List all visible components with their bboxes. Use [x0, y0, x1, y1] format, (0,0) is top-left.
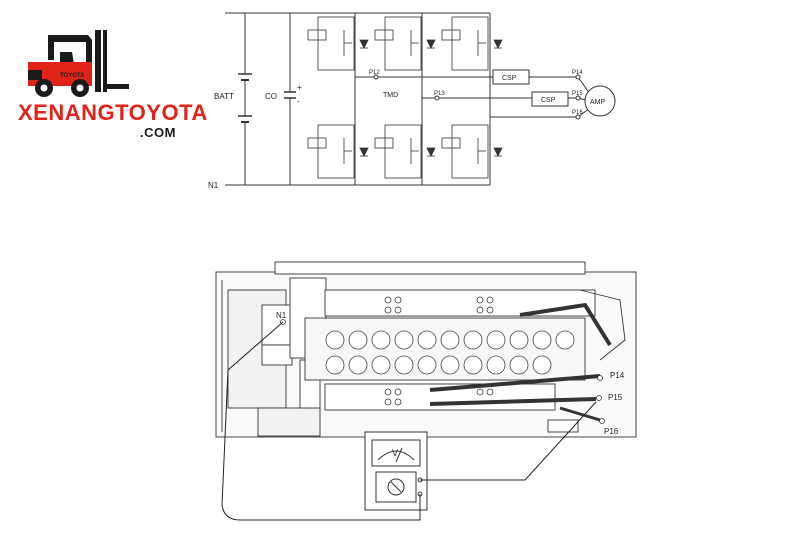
module-high-1	[307, 16, 369, 71]
terminal-screws	[280, 296, 605, 424]
transistor-modules	[307, 16, 503, 179]
logo-badge: TOYOTA	[60, 73, 85, 79]
label-batt: BATT	[214, 92, 234, 101]
brand-name: XENANGTOYOTA	[18, 100, 208, 125]
label-n1: N1	[208, 181, 219, 190]
label-csp-1: CSP	[502, 75, 517, 82]
brand-domain: .COM	[140, 125, 176, 140]
hw-label-n1: N1	[276, 311, 287, 320]
label-p12: P12	[369, 70, 380, 76]
module-low-3	[441, 124, 503, 179]
hw-label-p14: P14	[610, 371, 625, 380]
power-schematic	[225, 12, 616, 186]
label-minus: -	[297, 97, 300, 106]
label-motor: AMP	[590, 99, 606, 106]
meter-label: V	[392, 448, 398, 458]
module-high-2	[374, 16, 436, 71]
label-p15: P15	[572, 91, 583, 97]
hw-label-p16: P16	[604, 427, 619, 436]
label-csp-2: CSP	[541, 97, 556, 104]
hw-label-p15: P15	[608, 393, 623, 402]
forklift-logo-icon	[28, 30, 129, 97]
module-low-2	[374, 124, 436, 179]
label-plus: +	[297, 83, 302, 92]
label-p16: P16	[572, 110, 583, 116]
module-low-1	[307, 124, 369, 179]
label-p13: P13	[434, 91, 445, 97]
controller-board	[215, 261, 637, 438]
label-co: CO	[265, 92, 277, 101]
label-tmd: TMD	[383, 92, 398, 99]
capacitor-bank	[325, 330, 575, 375]
voltmeter-icon	[364, 431, 428, 511]
test-leads	[221, 321, 597, 521]
module-high-3	[441, 16, 503, 71]
label-p14: P14	[572, 70, 583, 76]
